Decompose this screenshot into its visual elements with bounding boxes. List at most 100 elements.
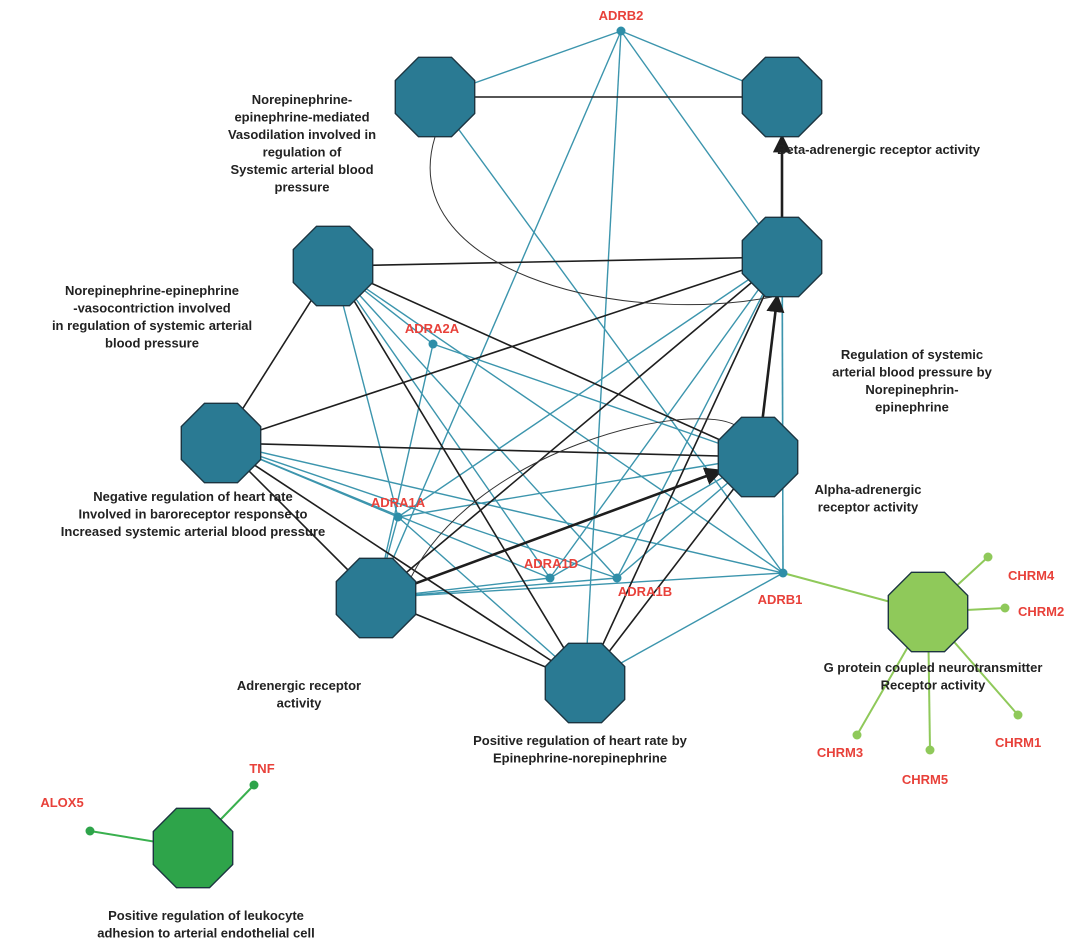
node-layer bbox=[85, 26, 1023, 889]
term-label-line: Involved in baroreceptor response to bbox=[79, 507, 308, 522]
term-label-posreg: Positive regulation of heart rate by Epin… bbox=[473, 733, 688, 766]
gene-node-TNF[interactable] bbox=[249, 780, 259, 790]
edge-posreg-regsys bbox=[584, 256, 783, 684]
term-node-adrrec[interactable] bbox=[335, 557, 417, 639]
gene-node-CHRM4[interactable] bbox=[983, 552, 993, 562]
gene-node-CHRM2[interactable] bbox=[1000, 603, 1010, 613]
term-label-line: Negative regulation of heart rate bbox=[93, 489, 292, 504]
edge-ADRA2A-alpha bbox=[432, 343, 759, 458]
term-label-vasocon: Norepinephrine-epinephrine -vasocontricti… bbox=[52, 283, 252, 351]
term-label-line: Epinephrine-norepinephrine bbox=[493, 751, 667, 766]
term-node-gpcr[interactable] bbox=[887, 571, 969, 653]
gene-label-ALOX5: ALOX5 bbox=[40, 795, 83, 810]
gene-node-CHRM1[interactable] bbox=[1013, 710, 1023, 720]
term-label-line: Regulation of systemic bbox=[841, 347, 983, 362]
edge-adrrec-regsys bbox=[375, 256, 783, 599]
gene-label-ADRA1A: ADRA1A bbox=[371, 495, 426, 510]
term-label-line: Positive regulation of heart rate by bbox=[473, 733, 688, 748]
edge-ADRA2A-adrrec bbox=[375, 343, 434, 599]
edge-ADRB1-adrrec bbox=[375, 572, 784, 599]
edge-ADRA1A-alpha bbox=[397, 456, 759, 518]
edge-negreg-alpha bbox=[220, 442, 759, 458]
arrow-adrrec-alpha bbox=[375, 467, 724, 600]
gene-node-CHRM5[interactable] bbox=[925, 745, 935, 755]
gene-node-ADRA1B[interactable] bbox=[612, 573, 622, 583]
term-label-line: arterial blood pressure by bbox=[832, 365, 992, 380]
term-label-regsys: Regulation of systemic arterial blood pre… bbox=[832, 347, 992, 415]
edge-ADRA1D-vasocon bbox=[332, 265, 551, 579]
term-label-line: Adrenergic receptor bbox=[237, 678, 361, 693]
term-label-line: pressure bbox=[275, 180, 330, 195]
term-node-posreg[interactable] bbox=[544, 642, 626, 724]
term-label-beta: Beta-adrenergic receptor activity bbox=[777, 142, 981, 157]
curve-vasodil-regsys bbox=[429, 136, 773, 306]
term-label-line: epinephrine bbox=[875, 400, 949, 415]
edge-ADRA1B-vasocon bbox=[332, 265, 618, 579]
edge-ADRB1-negreg bbox=[220, 442, 784, 574]
edge-ADRA1B-negreg bbox=[220, 442, 618, 579]
gene-label-CHRM1: CHRM1 bbox=[995, 735, 1041, 750]
term-node-negreg[interactable] bbox=[180, 402, 262, 484]
term-label-line: Vasodilation involved in bbox=[228, 127, 376, 142]
term-label-line: epinephrine-mediated bbox=[234, 110, 369, 125]
gene-node-ADRA1A[interactable] bbox=[393, 512, 403, 522]
gene-label-CHRM4: CHRM4 bbox=[1008, 568, 1055, 583]
gene-node-ADRB2[interactable] bbox=[616, 26, 626, 36]
gene-label-ADRA1D: ADRA1D bbox=[524, 556, 578, 571]
term-label-line: Systemic arterial blood bbox=[230, 162, 373, 177]
term-label-line: blood pressure bbox=[105, 336, 199, 351]
edge-negreg-posreg bbox=[220, 442, 586, 684]
curve-adrrec-alpha bbox=[405, 418, 739, 589]
term-label-line: G protein coupled neurotransmitter bbox=[824, 660, 1043, 675]
gene-label-TNF: TNF bbox=[249, 761, 274, 776]
term-node-leuko[interactable] bbox=[152, 807, 234, 889]
term-label-line: Norepinephrine-epinephrine bbox=[65, 283, 239, 298]
edge-vasocon-regsys bbox=[332, 256, 783, 267]
term-label-line: Receptor activity bbox=[881, 678, 987, 693]
term-label-line: -vasocontriction involved bbox=[73, 301, 231, 316]
edge-ADRA1A-regsys bbox=[397, 256, 783, 518]
edge-vasocon-posreg bbox=[332, 265, 586, 684]
edge-ADRB2-regsys bbox=[620, 30, 783, 258]
term-label-line: Norepinephrine- bbox=[252, 92, 352, 107]
edge-ADRA1D-negreg bbox=[220, 442, 551, 579]
gene-node-ADRA1D[interactable] bbox=[545, 573, 555, 583]
gene-node-ALOX5[interactable] bbox=[85, 826, 95, 836]
edge-ADRB1-vasodil bbox=[434, 96, 784, 574]
term-label-line: Alpha-adrenergic bbox=[815, 482, 922, 497]
gene-label-CHRM5: CHRM5 bbox=[902, 772, 948, 787]
term-label-line: Increased systemic arterial blood pressu… bbox=[61, 524, 325, 539]
gene-label-ADRA1B: ADRA1B bbox=[618, 584, 672, 599]
term-label-line: regulation of bbox=[263, 145, 342, 160]
gene-label-ADRB2: ADRB2 bbox=[599, 8, 644, 23]
edge-posreg-alpha bbox=[584, 456, 759, 684]
edge-ADRA1B-regsys bbox=[616, 256, 783, 579]
term-node-beta[interactable] bbox=[741, 56, 823, 138]
edge-negreg-regsys bbox=[220, 256, 783, 444]
edge-ADRA1D-regsys bbox=[549, 256, 783, 579]
gene-node-ADRB1[interactable] bbox=[778, 568, 788, 578]
gene-node-ADRA2A[interactable] bbox=[428, 339, 438, 349]
gene-node-CHRM3[interactable] bbox=[852, 730, 862, 740]
edge-ADRB2-posreg bbox=[584, 30, 622, 684]
term-label-line: Norepinephrin- bbox=[865, 382, 958, 397]
edge-ADRA1A-posreg bbox=[397, 516, 586, 684]
edge-ADRA1A-vasocon bbox=[332, 265, 399, 518]
term-node-vasocon[interactable] bbox=[292, 225, 374, 307]
gene-label-ADRB1: ADRB1 bbox=[758, 592, 803, 607]
gene-label-ADRA2A: ADRA2A bbox=[405, 321, 460, 336]
term-node-regsys[interactable] bbox=[741, 216, 823, 298]
gene-label-CHRM3: CHRM3 bbox=[817, 745, 863, 760]
edge-vasocon-alpha bbox=[332, 265, 759, 458]
term-label-line: Beta-adrenergic receptor activity bbox=[777, 142, 981, 157]
term-node-alpha[interactable] bbox=[717, 416, 799, 498]
term-label-line: Positive regulation of leukocyte bbox=[108, 908, 304, 923]
term-node-vasodil[interactable] bbox=[394, 56, 476, 138]
gene-label-CHRM2: CHRM2 bbox=[1018, 604, 1064, 619]
